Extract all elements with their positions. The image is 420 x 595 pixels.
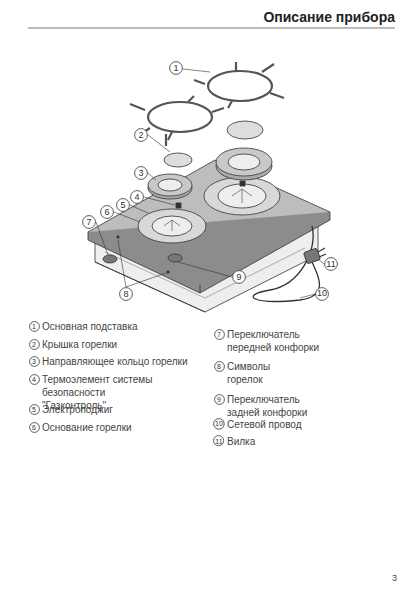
callout-number: 4 bbox=[29, 374, 40, 383]
callout-circle: 10 bbox=[315, 287, 329, 301]
callout-number: 2 bbox=[134, 128, 148, 140]
callout-number: 10 bbox=[213, 418, 225, 427]
list-number-circle: 9 bbox=[214, 394, 225, 405]
callout-number: 3 bbox=[29, 356, 40, 365]
callout-number: 9 bbox=[232, 270, 246, 282]
part-description: Крышка горелки bbox=[42, 338, 117, 351]
callout-number: 3 bbox=[134, 166, 148, 178]
list-number-circle: 2 bbox=[29, 339, 40, 350]
callout-circle: 3 bbox=[134, 166, 148, 180]
list-number-circle: 11 bbox=[213, 435, 224, 446]
callout-circle: 11 bbox=[324, 257, 338, 271]
callout-number: 9 bbox=[214, 394, 225, 403]
callout-number: 4 bbox=[130, 190, 144, 202]
callout-number: 5 bbox=[29, 404, 40, 413]
callout-number: 8 bbox=[214, 361, 225, 370]
list-number-circle: 6 bbox=[29, 422, 40, 433]
callout-circle: 2 bbox=[134, 128, 148, 142]
list-number-circle: 8 bbox=[214, 361, 225, 372]
callout-number: 5 bbox=[116, 198, 130, 210]
callout-circle: 7 bbox=[82, 215, 96, 229]
part-description: Переключатель задней конфорки bbox=[227, 393, 327, 419]
callout-number: 1 bbox=[29, 321, 40, 330]
hob-drawing bbox=[88, 62, 330, 312]
part-description: Основание горелки bbox=[42, 421, 132, 434]
list-number-circle: 3 bbox=[29, 356, 40, 367]
list-number-circle: 4 bbox=[29, 374, 40, 385]
part-description: Электроподжиг bbox=[42, 403, 113, 416]
callout-number: 1 bbox=[169, 61, 183, 73]
list-number-circle: 5 bbox=[29, 404, 40, 415]
leader-lines bbox=[96, 69, 324, 298]
list-number-circle: 10 bbox=[213, 418, 225, 430]
callout-circle: 1 bbox=[169, 61, 183, 75]
part-description: Символы горелок bbox=[227, 360, 297, 386]
callout-number: 7 bbox=[214, 329, 225, 338]
callout-number: 6 bbox=[100, 205, 114, 217]
callout-number: 6 bbox=[29, 422, 40, 431]
callout-number: 11 bbox=[213, 435, 224, 444]
list-number-circle: 7 bbox=[214, 329, 225, 340]
part-description: Вилка bbox=[227, 435, 255, 448]
part-description: Основная подставка bbox=[42, 320, 138, 333]
callout-number: 8 bbox=[119, 287, 133, 299]
part-description: Переключатель передней конфорки bbox=[227, 328, 327, 354]
callout-number: 10 bbox=[315, 287, 329, 299]
callout-number: 7 bbox=[82, 215, 96, 227]
part-description: Сетевой провод bbox=[227, 418, 302, 431]
callout-number: 2 bbox=[29, 339, 40, 348]
header-rule bbox=[28, 28, 395, 29]
part-description: Направляющее кольцо горелки bbox=[42, 355, 188, 368]
callout-number: 11 bbox=[324, 257, 338, 269]
callout-circle: 6 bbox=[100, 205, 114, 219]
list-number-circle: 1 bbox=[29, 321, 40, 332]
callout-circle: 9 bbox=[232, 270, 246, 284]
callout-circle: 8 bbox=[119, 287, 133, 301]
page-number: 3 bbox=[392, 572, 397, 585]
callout-circle: 4 bbox=[130, 190, 144, 204]
page-title: Описание прибора bbox=[263, 9, 395, 25]
callout-circle: 5 bbox=[116, 198, 130, 212]
